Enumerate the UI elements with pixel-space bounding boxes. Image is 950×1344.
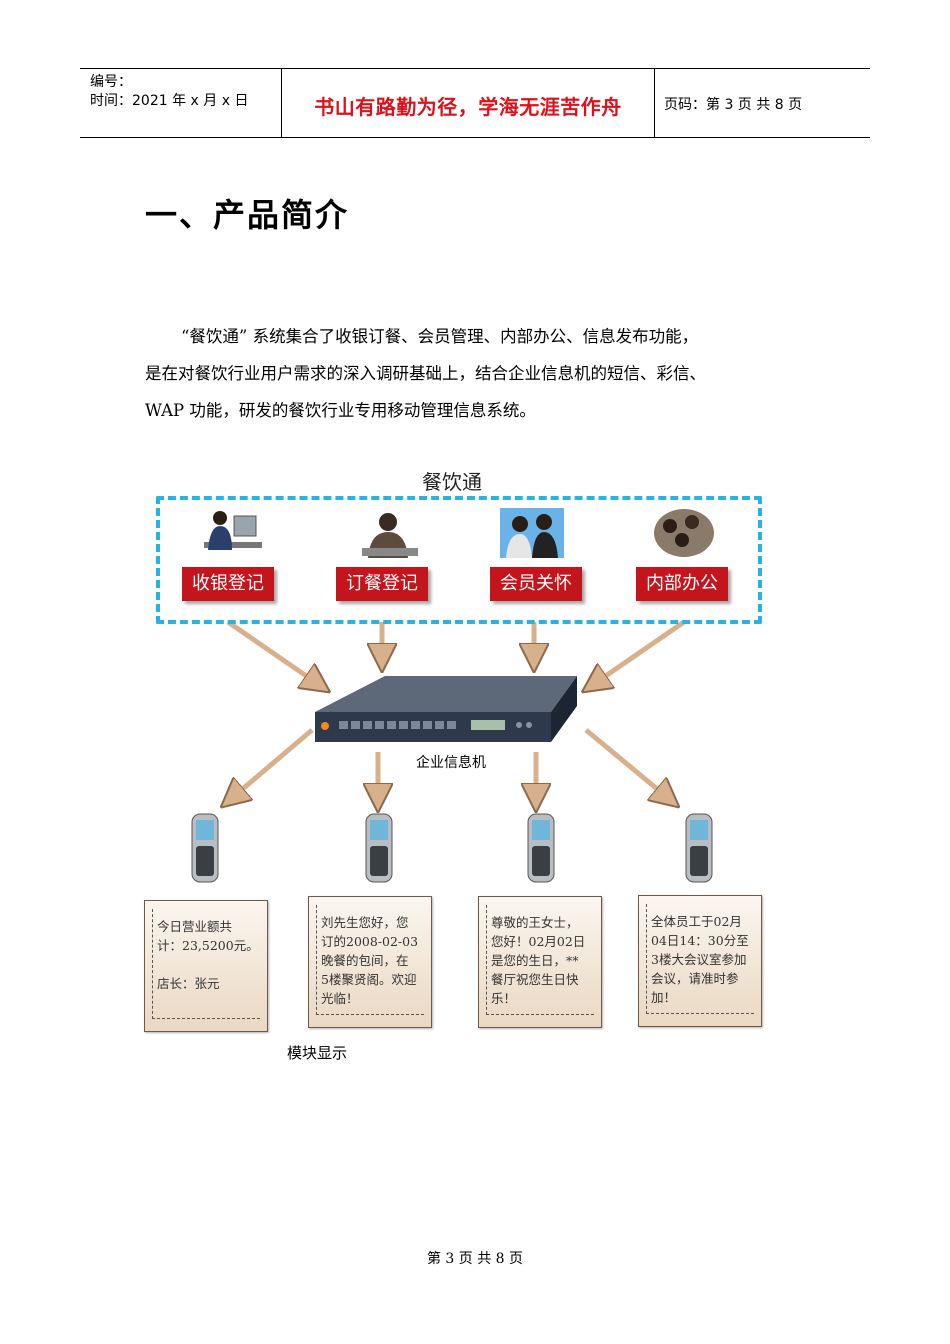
- message-note: 全体员工于02月 04日14：30分至 3楼大会议室参加 会议，请准时参 加！: [638, 895, 762, 1027]
- arrow-icon: [584, 728, 668, 798]
- message-note: 尊敬的王女士， 您好！02月02日 是您的生日，** 餐厅祝您生日快 乐！: [478, 896, 602, 1028]
- motto: 书山有路勤为径，学海无涯苦作舟: [314, 95, 622, 119]
- mobile-phone-icon: [685, 813, 713, 883]
- cashier-person-icon: [204, 511, 262, 550]
- message-text: 尊敬的王女士， 您好！02月02日 是您的生日，** 餐厅祝您生日快 乐！: [491, 915, 586, 1006]
- paragraph-line: “餐饮通” 系统集合了收银订餐、会员管理、内部办公、信息发布功能，: [181, 327, 699, 346]
- arrow-icon: [594, 619, 686, 684]
- arrow-icon: [232, 728, 314, 798]
- members-person-icon: [500, 508, 564, 558]
- office-person-icon: [654, 509, 714, 557]
- paragraph-line: WAP 功能，研发的餐饮行业专用移动管理信息系统。: [145, 401, 536, 420]
- message-note: 今日营业额共 计：23,5200元。 店长：张元: [144, 900, 268, 1032]
- operator-person-icon: [362, 513, 418, 558]
- system-diagram: 餐饮通 收银登记 订餐登记 会员关怀 内部办公: [140, 460, 780, 1062]
- module-member-care: 会员关怀: [490, 567, 582, 601]
- message-text: 今日营业额共 计：23,5200元。 店长：张元: [157, 919, 259, 991]
- arrows-layer: [140, 619, 686, 1060]
- header-meta-cell: 编号： 时间：2021 年 x 月 x 日: [80, 69, 280, 137]
- mobile-phone-icon: [527, 813, 555, 883]
- header-page-cell: 页码：第 3 页 共 8 页: [654, 69, 870, 137]
- number-label: 编号：: [90, 74, 132, 90]
- message-text: 刘先生您好，您 订的2008-02-03 晚餐的包间，在 5楼聚贤阁。欢迎 光临…: [321, 915, 419, 1006]
- diagram-caption: 模块显示: [287, 1044, 348, 1062]
- server-device-icon: [315, 676, 577, 742]
- message-note: 刘先生您好，您 订的2008-02-03 晚餐的包间，在 5楼聚贤阁。欢迎 光临…: [308, 896, 432, 1028]
- paragraph-line: 是在对餐饮行业用户需求的深入调研基础上，结合企业信息机的短信、彩信、: [145, 364, 706, 383]
- module-booking: 订餐登记: [336, 567, 428, 601]
- module-cashier: 收银登记: [182, 567, 274, 601]
- mobile-phone-icon: [191, 813, 219, 883]
- section-title: 一、产品简介: [145, 196, 350, 234]
- mobile-phone-icon: [365, 813, 393, 883]
- arrow-icon: [226, 619, 318, 684]
- date-label: 时间：2021 年 x 月 x 日: [90, 93, 249, 109]
- module-office: 内部办公: [636, 567, 728, 601]
- server-label: 企业信息机: [416, 755, 486, 771]
- diagram-title: 餐饮通: [422, 470, 482, 494]
- page-footer: 第 3 页 共 8 页: [426, 1251, 524, 1267]
- header-motto-cell: 书山有路勤为径，学海无涯苦作舟: [281, 69, 655, 137]
- message-text: 全体员工于02月 04日14：30分至 3楼大会议室参加 会议，请准时参 加！: [651, 914, 749, 1005]
- intro-paragraph: “餐饮通” 系统集合了收银订餐、会员管理、内部办公、信息发布功能， 是在对餐饮行…: [145, 318, 835, 429]
- page-info: 页码：第 3 页 共 8 页: [664, 97, 803, 113]
- page-header: 编号： 时间：2021 年 x 月 x 日 书山有路勤为径，学海无涯苦作舟 页码…: [80, 68, 870, 138]
- modules-frame: [156, 496, 762, 624]
